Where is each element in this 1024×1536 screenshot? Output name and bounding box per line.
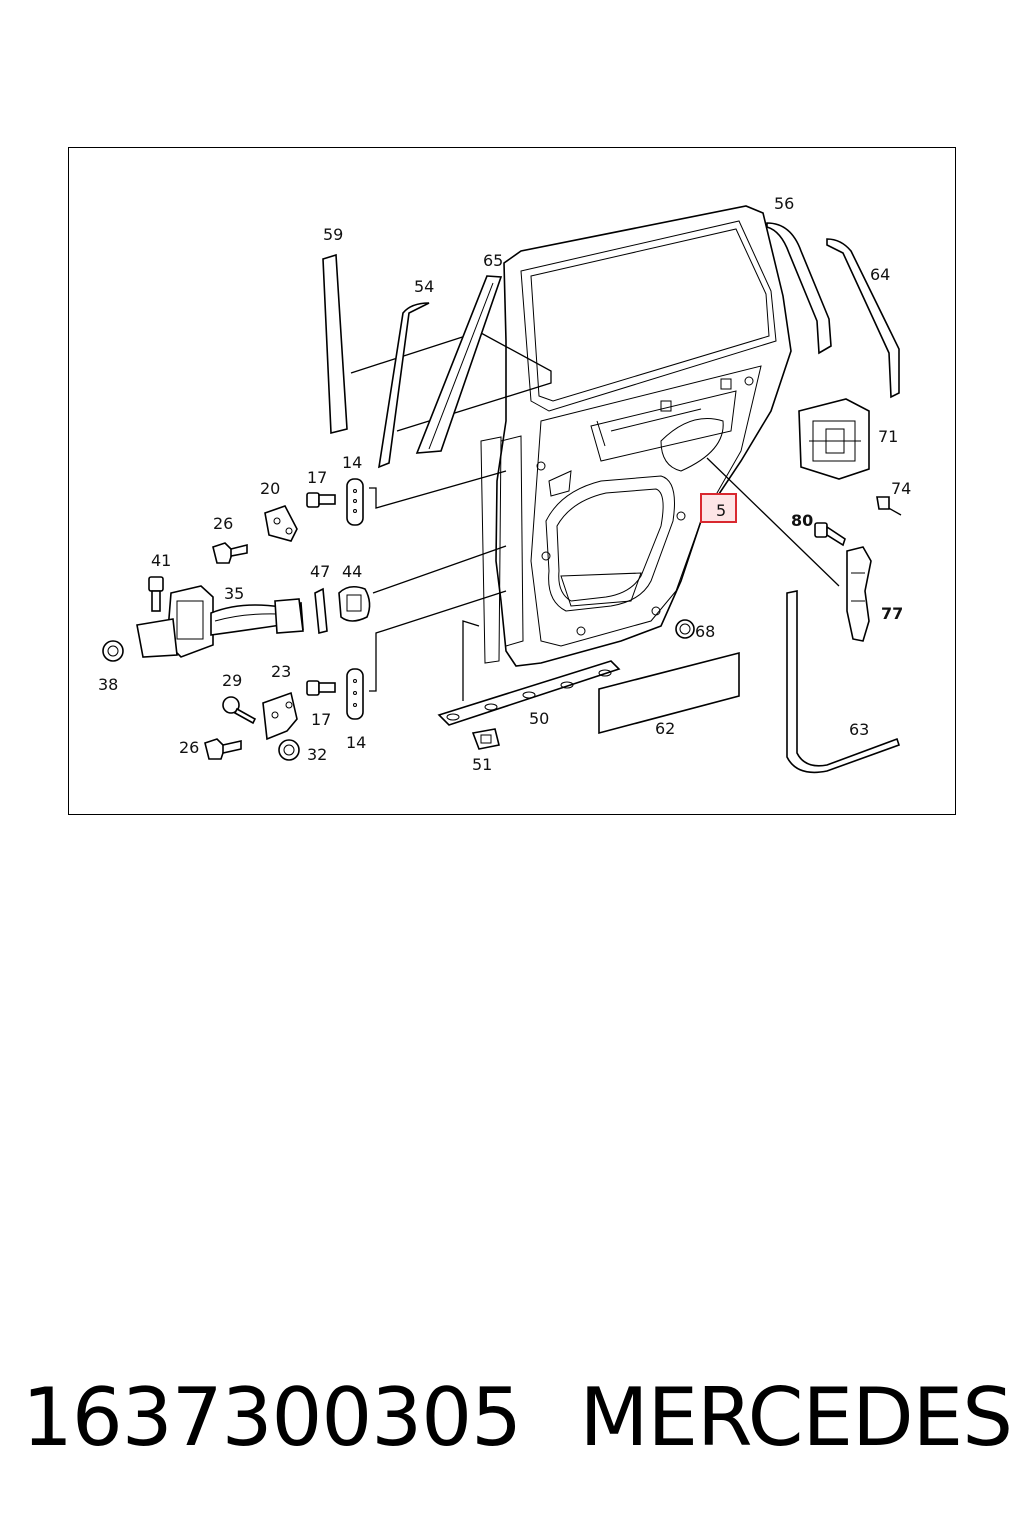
part-64-rail: [826, 238, 900, 399]
door-body-part: [480, 205, 792, 667]
callout-47: 47: [310, 562, 330, 581]
callout-50: 50: [529, 709, 549, 728]
part-23-hinge-lower: [262, 691, 298, 741]
callout-54: 54: [414, 277, 434, 296]
part-65-channel: [415, 275, 503, 454]
part-63-lower-seal: [786, 590, 901, 774]
part-14-hinge-plate-lower: [346, 668, 364, 720]
part-35-door-check: [136, 585, 304, 658]
part-number: 1637300305: [22, 1370, 522, 1464]
callout-74: 74: [891, 479, 911, 498]
callout-59: 59: [323, 225, 343, 244]
callout-20: 20: [260, 479, 280, 498]
callout-23: 23: [271, 662, 291, 681]
callout-17-lower: 17: [311, 710, 331, 729]
part-68-plug: [675, 619, 695, 639]
part-41-bolt: [148, 576, 164, 612]
part-51-clip: [471, 728, 500, 750]
brand-name: MERCEDES: [579, 1370, 1013, 1464]
part-56-window-seal: [766, 222, 832, 355]
callout-35: 35: [224, 584, 244, 603]
part-62-insulation-panel: [598, 651, 740, 735]
part-14-hinge-plate-upper: [346, 478, 364, 526]
callout-77: 77: [881, 604, 903, 623]
part-74-small-clip: [876, 496, 890, 510]
part-17-bolt-upper: [306, 492, 336, 508]
part-77-bracket: [846, 546, 872, 642]
callout-56: 56: [774, 194, 794, 213]
part-26-screw-lower: [204, 738, 242, 760]
part-59-pillar-trim: [322, 253, 348, 435]
callout-62: 62: [655, 719, 675, 738]
leader-lines: [350, 330, 902, 701]
exploded-door-diagram: 59 54 65 56 64 71 74 80 77 5 68 62 63 50…: [98, 194, 911, 774]
callout-14-upper: 14: [342, 453, 362, 472]
callout-65: 65: [483, 251, 503, 270]
callout-63: 63: [849, 720, 869, 739]
callout-44: 44: [342, 562, 362, 581]
part-71-door-lock: [798, 398, 870, 480]
part-47-clip: [314, 587, 328, 635]
callout-80: 80: [791, 511, 813, 530]
callout-41: 41: [151, 551, 171, 570]
callout-51: 51: [472, 755, 492, 774]
callout-26-lower: 26: [179, 738, 199, 757]
callout-38: 38: [98, 675, 118, 694]
callout-5: 5: [716, 501, 726, 520]
callout-29: 29: [222, 671, 242, 690]
callout-68: 68: [695, 622, 715, 641]
highlight-box-part-5: [700, 493, 737, 523]
parts-diagram-frame: 59 54 65 56 64 71 74 80 77 5 68 62 63 50…: [68, 147, 956, 815]
part-26-screw-upper: [212, 542, 248, 564]
part-54-seal-strip: [377, 302, 430, 469]
part-44-buffer: [338, 585, 371, 622]
callout-26-upper: 26: [213, 514, 233, 533]
part-32-nut: [278, 739, 300, 761]
part-17-bolt-lower: [306, 680, 336, 696]
part-20-hinge-upper: [264, 505, 298, 542]
callout-32: 32: [307, 745, 327, 764]
part-29-screw: [222, 696, 257, 725]
part-80-bolt: [814, 522, 846, 547]
callout-71: 71: [878, 427, 898, 446]
part-50-trim-strip: [437, 660, 621, 726]
part-38-nut: [102, 640, 124, 662]
part-caption: 1637300305 MERCEDES: [22, 1362, 1013, 1472]
callout-17-upper: 17: [307, 468, 327, 487]
callout-14-lower: 14: [346, 733, 366, 752]
callout-64: 64: [870, 265, 890, 284]
